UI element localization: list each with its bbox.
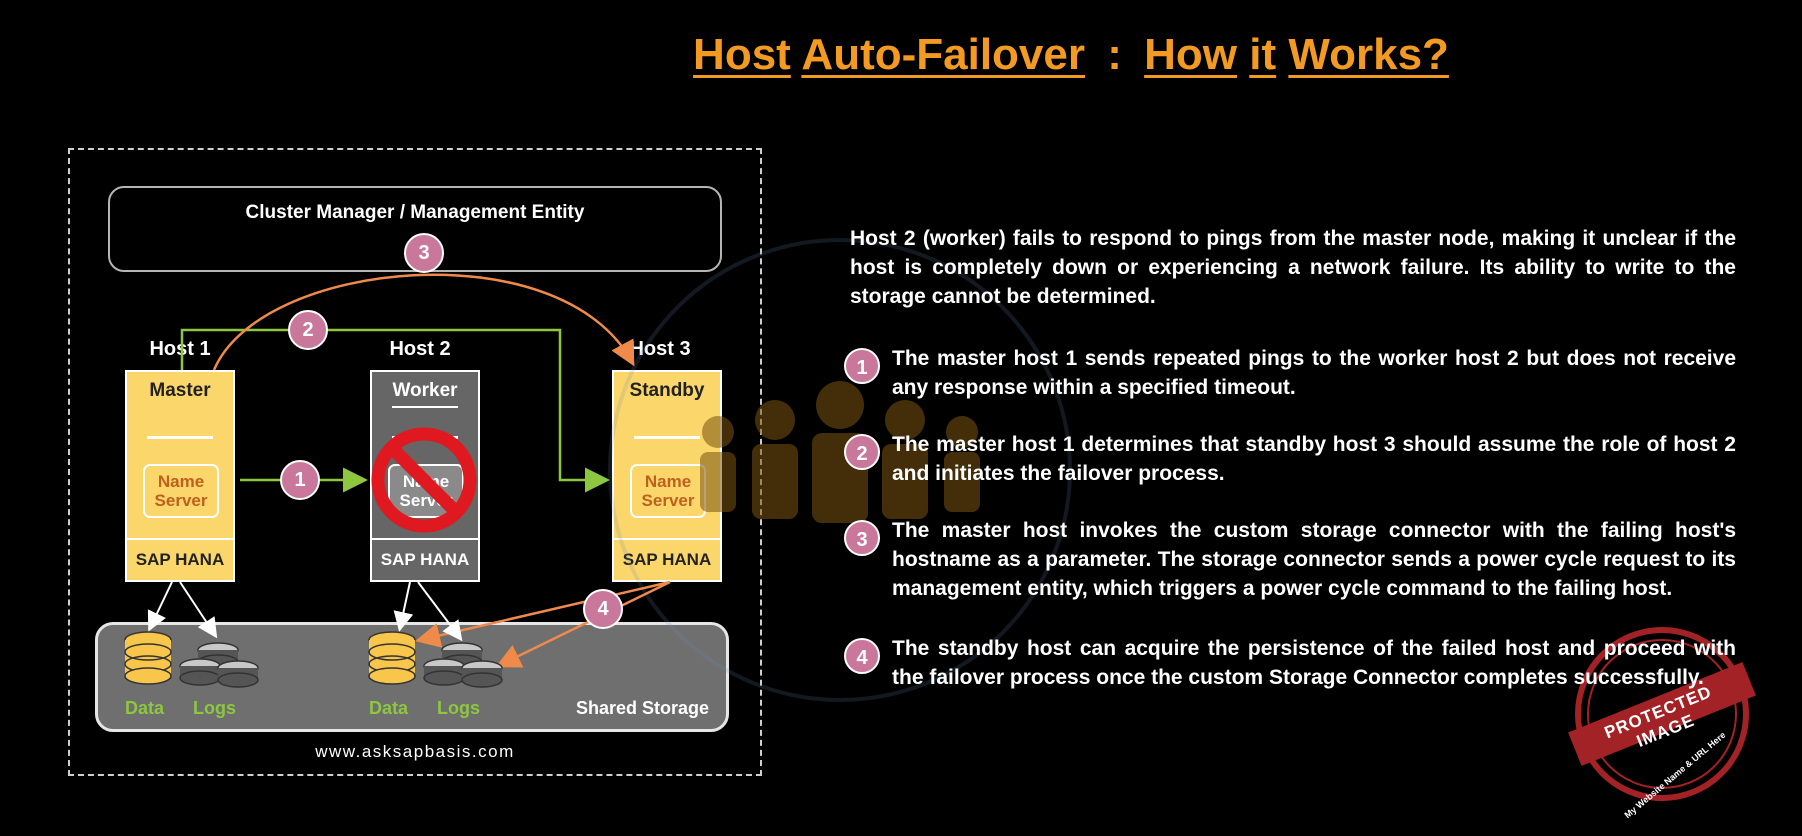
step-text: The master host 1 sends repeated pings t… [892, 347, 1736, 399]
step-number: 1 [844, 348, 880, 384]
arrow-host1-data [147, 581, 173, 632]
website-url: www.asksapbasis.com [315, 742, 515, 761]
logs-disk-icon [423, 642, 503, 688]
role-underline [392, 406, 458, 408]
data-label: Data [125, 698, 165, 718]
step-badge-2: 2 [288, 310, 328, 350]
logs-label: Logs [437, 698, 480, 718]
name-server-box: Name Server [630, 464, 706, 518]
arrow-4b [495, 580, 671, 668]
intro-paragraph: Host 2 (worker) fails to respond to ping… [850, 227, 1736, 308]
divider-line [372, 538, 478, 540]
title-word: it [1249, 30, 1277, 79]
arrow-4a [415, 580, 671, 648]
title-word: How [1144, 30, 1238, 79]
watermark-circle-icon [608, 238, 1072, 702]
sap-hana-label: SAP HANA [622, 550, 712, 569]
name-server-label: Server [154, 491, 208, 510]
prohibited-icon [371, 427, 477, 533]
host-1-label: Host 1 [149, 338, 211, 360]
divider-line [634, 436, 700, 439]
step-badge-1: 1 [280, 460, 320, 500]
arrow-2 [180, 328, 610, 493]
divider-line [147, 436, 213, 439]
title-word: Host [693, 30, 791, 79]
logs-label: Logs [193, 698, 236, 718]
data-storage-icon [124, 631, 172, 685]
title-word: Works? [1288, 30, 1449, 79]
sap-hana-label: SAP HANA [380, 550, 470, 569]
step-item: 3 The master host invokes the custom sto… [844, 516, 1736, 600]
arrow-host2-logs [417, 581, 463, 642]
arrow-3 [212, 273, 635, 371]
step-number: 2 [844, 434, 880, 470]
host-3-label: Host 3 [629, 338, 691, 360]
data-label: Data [369, 698, 409, 718]
host-role: Standby [629, 380, 705, 401]
watermark-people-icon [700, 381, 980, 523]
title-separator: : [1107, 30, 1122, 79]
host-3-standby: Standby Name Server SAP HANA [612, 370, 722, 582]
step-item: 4 The standby host can acquire the persi… [844, 634, 1736, 698]
step-number: 3 [844, 520, 880, 556]
name-server-box: Name Server [143, 464, 219, 518]
name-server-label: Name [644, 472, 692, 491]
host-role: Master [149, 380, 211, 401]
title-word: Auto-Failover [801, 30, 1085, 79]
host-1-master: Master Name Server SAP HANA [125, 370, 235, 582]
step-badge-3: 3 [404, 233, 444, 273]
arrow-host1-logs [179, 581, 218, 639]
name-server-label: Name [157, 472, 205, 491]
arrow-host2-data [393, 581, 414, 632]
cluster-manager-label: Cluster Manager / Management Entity [245, 202, 585, 223]
host-role: Worker [392, 380, 458, 401]
step-text: The master host 1 determines that standb… [892, 433, 1736, 485]
shared-storage-label: Shared Storage [576, 698, 710, 718]
name-server-label: Server [641, 491, 695, 510]
sap-hana-label: SAP HANA [135, 550, 225, 569]
protected-stamp-icon [1568, 627, 1756, 801]
step-text: The standby host can acquire the persist… [892, 637, 1736, 689]
host-2-label: Host 2 [389, 338, 451, 360]
step-number: 4 [844, 638, 880, 674]
logs-disk-icon [179, 642, 259, 688]
divider-line [127, 538, 233, 540]
data-storage-icon [368, 631, 416, 685]
page-title: Host Auto-Failover : How it Works? [0, 30, 1802, 80]
step-item: 1 The master host 1 sends repeated pings… [844, 344, 1736, 408]
step-badge-4: 4 [583, 589, 623, 629]
step-item: 2 The master host 1 determines that stan… [844, 430, 1736, 494]
divider-line [614, 538, 720, 540]
step-text: The master host invokes the custom stora… [892, 519, 1736, 600]
